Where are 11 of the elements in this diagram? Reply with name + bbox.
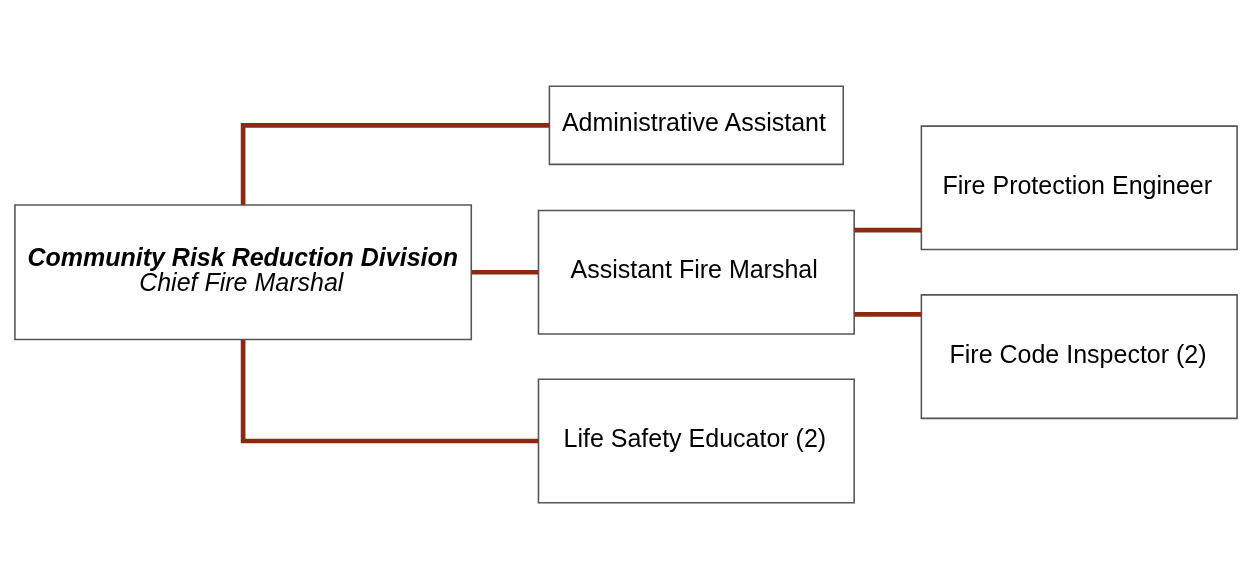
node-box: Community Risk Reduction Division Chief Fire Marshal <box>14 203 473 340</box>
node-box: Life Safety Educator (2) <box>537 378 855 504</box>
connector <box>854 227 921 232</box>
node-box: Assistant Fire Marshal <box>537 209 855 335</box>
connector <box>240 122 550 205</box>
connector <box>240 339 539 443</box>
connector <box>854 311 921 317</box>
node-box: Fire Protection Engineer <box>920 124 1238 250</box>
node-box: Administrative Assistant <box>548 84 844 165</box>
connector <box>471 269 539 275</box>
node-box: Fire Code Inspector (2) <box>920 293 1238 419</box>
